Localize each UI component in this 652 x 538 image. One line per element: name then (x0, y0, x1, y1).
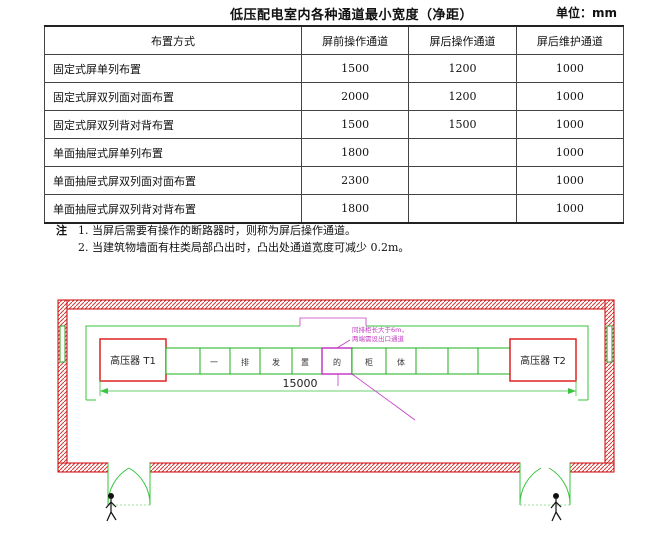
passage-annotation: 两端需设出口通道 (352, 334, 405, 343)
cell-rear-maint: 1000 (515, 82, 625, 111)
cell-layout: 固定式屏双列面对面布置 (44, 82, 302, 111)
cell-front: 1800 (300, 138, 410, 167)
header-front-operation: 屏前操作通道 (300, 25, 410, 55)
header-layout: 布置方式 (44, 25, 302, 55)
row-label-char: 体 (397, 357, 405, 367)
cell-layout: 单面抽屉式屏单列布置 (44, 138, 302, 167)
table-row: 固定式屏双列背对背布置 1500 1500 1000 (44, 110, 625, 139)
passage-annotation: 同排柜长大于6m， (352, 325, 408, 334)
cell-rear-op: 1200 (408, 82, 517, 111)
notes-lead: 注 (56, 224, 67, 237)
cell-rear-maint: 1000 (515, 54, 625, 83)
cell-layout: 单面抽屉式屏双列背对背布置 (44, 194, 302, 224)
cell-rear-op (408, 194, 517, 224)
row-label-char: 置 (301, 358, 309, 367)
cell-front: 2300 (300, 166, 410, 195)
cell-rear-maint: 1000 (515, 138, 625, 167)
transformer-t1-label: 高压器 T1 (110, 354, 156, 367)
cell-rear-op (408, 138, 517, 167)
cell-rear-maint: 1000 (515, 166, 625, 195)
room-plan-diagram: 高压器 T1 高压器 T2 一 排 发 置 的 柜 体 同排柜长大于6m， 两端… (57, 299, 615, 522)
cell-rear-op: 1200 (408, 54, 517, 83)
row-label-char: 柜 (365, 357, 373, 367)
table-row: 单面抽屉式屏双列背对背布置 1800 1000 (44, 194, 625, 224)
cell-front: 1800 (300, 194, 410, 224)
cell-rear-op: 1500 (408, 110, 517, 139)
transformer-t2-box (509, 338, 577, 382)
table-row: 固定式屏单列布置 1500 1200 1000 (44, 54, 625, 83)
dimension-line (99, 380, 577, 396)
header-rear-operation: 屏后操作通道 (408, 25, 517, 55)
note-item: 1. 当屏后需要有操作的断路器时，则称为屏后操作通道。 (78, 224, 356, 237)
transformer-t1-box (99, 338, 167, 382)
cell-rear-op (408, 166, 517, 195)
note-item: 2. 当建筑物墙面有柱类局部凸出时，凸出处通道宽度可减少 0.2m。 (78, 241, 410, 254)
row-label-char: 一 (210, 358, 218, 367)
unit-label: 单位：mm (556, 6, 618, 20)
transformer-t2-label: 高压器 T2 (520, 354, 566, 367)
cell-layout: 固定式屏双列背对背布置 (44, 110, 302, 139)
cell-layout: 固定式屏单列布置 (44, 54, 302, 83)
row-label-char: 的 (333, 357, 341, 367)
row-label-char: 发 (272, 357, 280, 367)
cell-rear-maint: 1000 (515, 194, 625, 224)
table-header-row: 布置方式 屏前操作通道 屏后操作通道 屏后维护通道 (44, 25, 625, 55)
door-left (107, 463, 151, 506)
person-icon (105, 493, 117, 522)
clearance-table: 布置方式 屏前操作通道 屏后操作通道 屏后维护通道 固定式屏单列布置 1500 … (44, 25, 625, 224)
table-row: 单面抽屉式屏单列布置 1800 1000 (44, 138, 625, 167)
cell-rear-maint: 1000 (515, 110, 625, 139)
door-right (519, 463, 571, 506)
table-row: 单面抽屉式屏双列面对面布置 2300 1000 (44, 166, 625, 195)
header-rear-maintenance: 屏后维护通道 (515, 25, 625, 55)
cell-layout: 单面抽屉式屏双列面对面布置 (44, 166, 302, 195)
cell-front: 2000 (300, 82, 410, 111)
switchgear-row (99, 338, 577, 382)
dimension-label: 15000 (283, 377, 318, 390)
document-title: 低压配电室内各种通道最小宽度（净距） (230, 8, 474, 23)
cell-front: 1500 (300, 54, 410, 83)
row-label-char: 排 (241, 357, 249, 367)
person-icon (550, 493, 562, 522)
table-row: 固定式屏双列面对面布置 2000 1200 1000 (44, 82, 625, 111)
cell-front: 1500 (300, 110, 410, 139)
